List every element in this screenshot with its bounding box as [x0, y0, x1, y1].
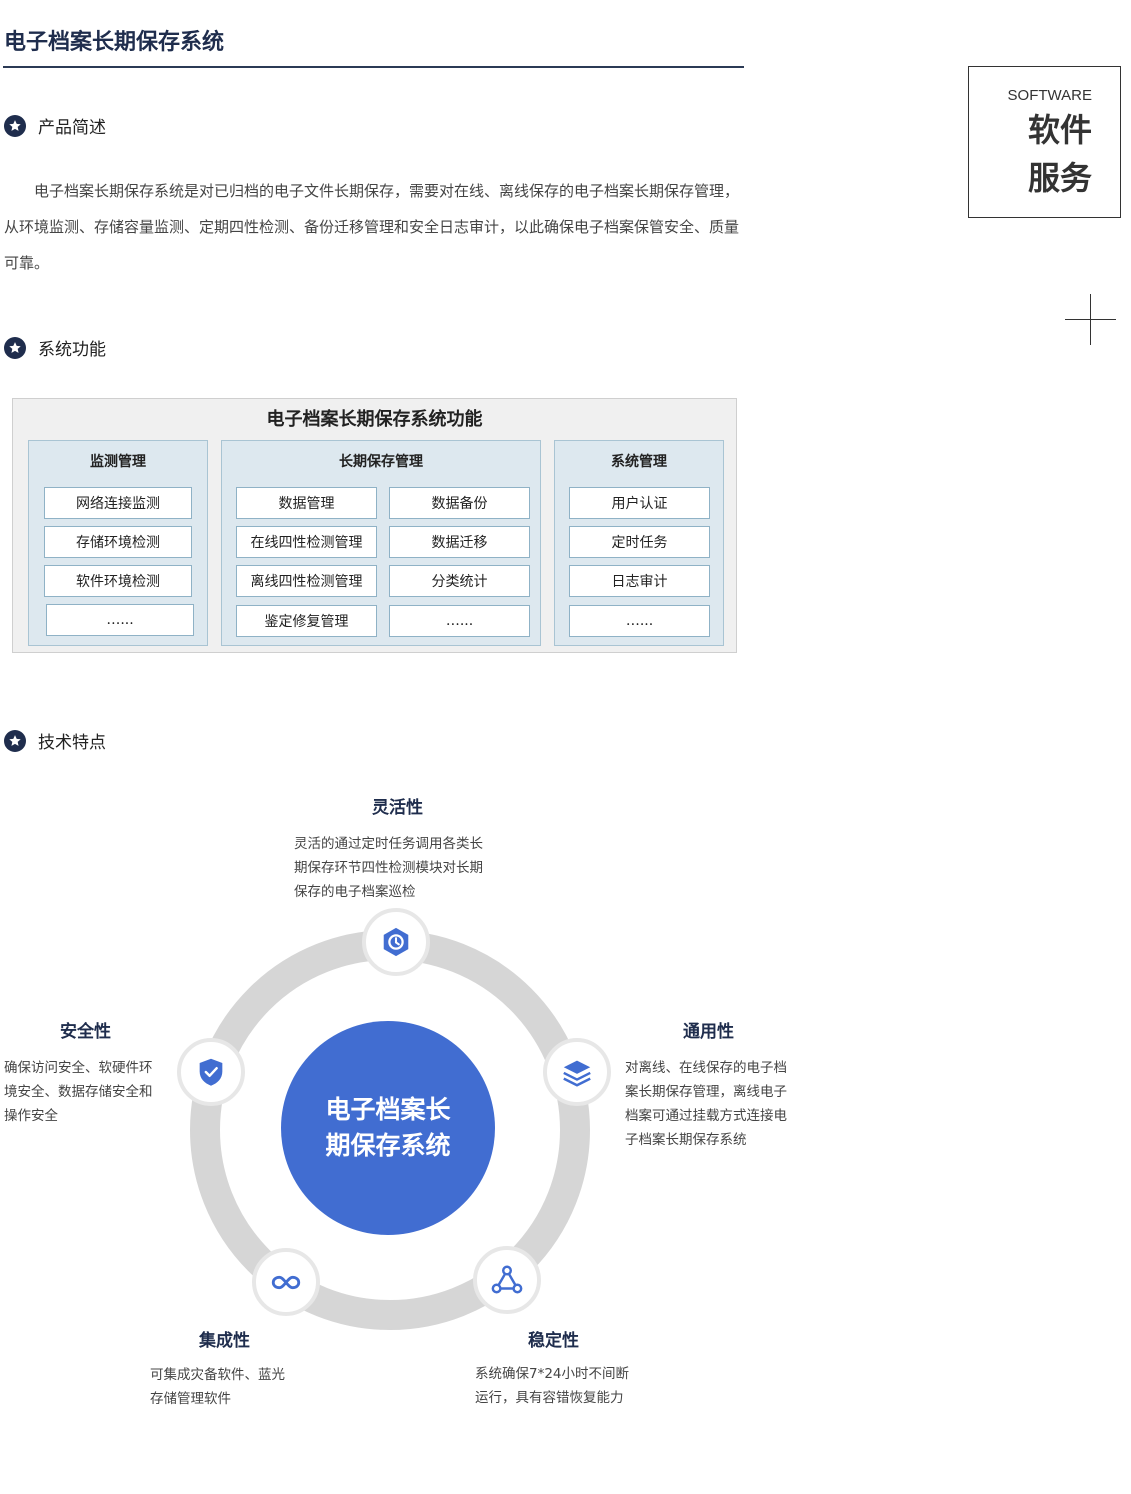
function-item: 离线四性检测管理 — [236, 565, 377, 597]
function-column-title: 长期保存管理 — [339, 454, 423, 470]
feature-title-flexibility: 灵活性 — [372, 798, 423, 818]
section-label: 产品简述 — [38, 118, 106, 138]
feature-desc-generality: 对离线、在线保存的电子档 案长期保存管理，离线电子 档案可通过挂载方式连接电 子… — [625, 1060, 787, 1148]
badge-chinese-line1: 软件 — [1027, 111, 1092, 149]
feature-title-integration: 集成性 — [199, 1331, 250, 1351]
function-item: …... — [389, 605, 530, 637]
function-item: 数据迁移 — [389, 526, 530, 558]
section-features-heading: 技术特点 — [4, 728, 106, 753]
section-overview-heading: 产品简述 — [4, 113, 106, 138]
star-icon — [4, 114, 26, 137]
badge-english: SOFTWARE — [1007, 87, 1092, 104]
function-column-title: 监测管理 — [90, 454, 146, 470]
feature-center-circle: 电子档案长期保存系统 — [281, 1021, 495, 1235]
shield-check-icon — [177, 1038, 245, 1106]
clock-hexagon-icon — [362, 908, 430, 976]
function-column-system: 系统管理 用户认证 定时任务 日志审计 …... — [554, 440, 724, 646]
infinity-icon — [252, 1248, 320, 1316]
function-item: 数据备份 — [389, 487, 530, 519]
function-item: 分类统计 — [389, 565, 530, 597]
feature-desc-integration: 可集成灾备软件、蓝光 存储管理软件 — [150, 1367, 285, 1407]
function-diagram-title: 电子档案长期保存系统功能 — [266, 409, 483, 430]
function-item: 在线四性检测管理 — [236, 526, 377, 558]
star-icon — [4, 729, 26, 752]
feature-desc-flexibility: 灵活的通过定时任务调用各类长 期保存环节四性检测模块对长期 保存的电子档案巡检 — [294, 836, 483, 900]
feature-desc-security: 确保访问安全、软硬件环 境安全、数据存储安全和 操作安全 — [4, 1060, 153, 1124]
overview-paragraph: 电子档案长期保存系统是对已归档的电子文件长期保存，需要对在线、离线保存的电子档案… — [4, 182, 740, 272]
software-service-badge: SOFTWARE 软件 服务 — [968, 66, 1121, 218]
section-label: 技术特点 — [38, 733, 106, 753]
function-column-title: 系统管理 — [611, 454, 667, 470]
triangle-nodes-icon — [473, 1246, 541, 1314]
title-divider — [3, 66, 744, 68]
page-title: 电子档案长期保存系统 — [4, 29, 225, 55]
function-item: 日志审计 — [569, 565, 710, 597]
function-item: …... — [569, 605, 710, 637]
function-item: 数据管理 — [236, 487, 377, 519]
function-column-monitoring: 监测管理 网络连接监测 存储环境检测 软件环境检测 …... — [28, 440, 208, 646]
function-item: 存储环境检测 — [44, 526, 192, 558]
feature-title-generality: 通用性 — [683, 1022, 734, 1042]
feature-title-security: 安全性 — [60, 1022, 111, 1042]
section-functions-heading: 系统功能 — [4, 335, 106, 360]
function-item: …... — [46, 604, 194, 636]
function-item: 网络连接监测 — [44, 487, 192, 519]
feature-title-stability: 稳定性 — [528, 1331, 579, 1351]
function-column-long-term: 长期保存管理 数据管理 数据备份 在线四性检测管理 数据迁移 离线四性检测管理 … — [221, 440, 541, 646]
feature-desc-stability: 系统确保7*24小时不间断 运行，具有容错恢复能力 — [475, 1366, 630, 1406]
function-item: 用户认证 — [569, 487, 710, 519]
function-diagram: 电子档案长期保存系统功能 监测管理 网络连接监测 存储环境检测 软件环境检测 …… — [12, 398, 737, 653]
section-label: 系统功能 — [38, 340, 106, 360]
function-item: 软件环境检测 — [44, 565, 192, 597]
function-item: 定时任务 — [569, 526, 710, 558]
badge-chinese-line2: 服务 — [1027, 159, 1092, 197]
function-item: 鉴定修复管理 — [236, 605, 377, 637]
star-icon — [4, 336, 26, 359]
layers-icon — [543, 1038, 611, 1106]
